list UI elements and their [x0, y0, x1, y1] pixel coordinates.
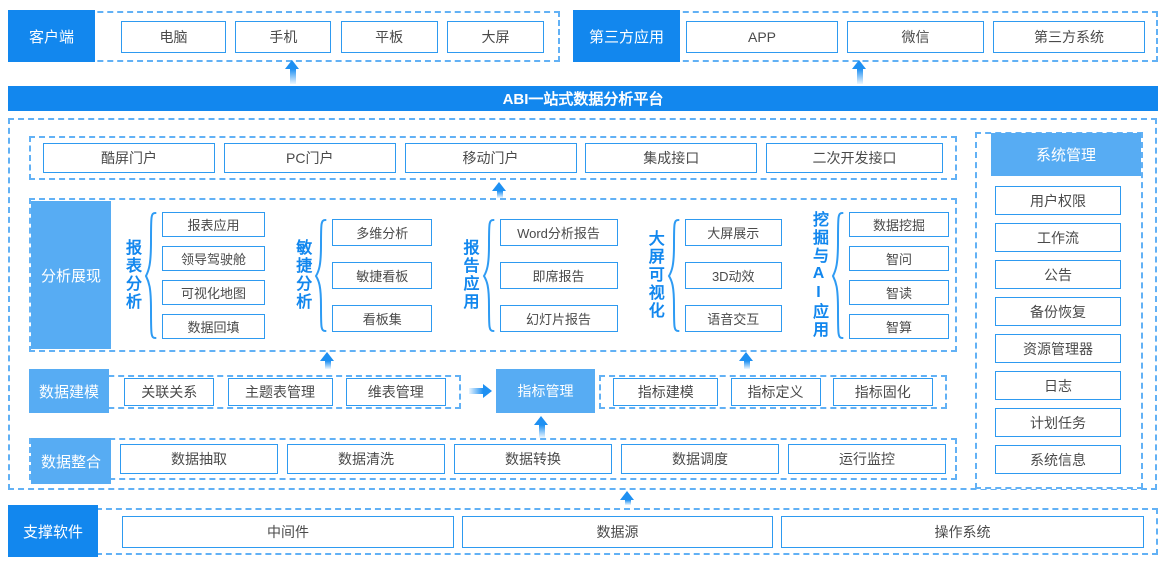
analysis-group-report: 报表分析 报表应用 领导驾驶舱 可视化地图 数据回填	[123, 211, 265, 339]
client-label: 客户端	[8, 10, 95, 62]
analysis-group-bigscreen: 大屏可视化 大屏展示 3D动效 语音交互	[645, 218, 782, 332]
client-item: 大屏	[446, 20, 544, 53]
system-item: 资源管理器	[995, 334, 1121, 363]
support-item: 数据源	[462, 515, 774, 548]
third-party-item: 第三方系统	[993, 20, 1145, 53]
indicator-management-highlight: 指标管理	[496, 369, 595, 413]
analysis-item: 敏捷看板	[332, 261, 433, 289]
support-item: 中间件	[122, 515, 455, 548]
modeling-item: 关联关系	[124, 378, 215, 406]
portal-item: 二次开发接口	[766, 143, 943, 173]
client-section: 电脑 手机 平板 大屏 客户端	[8, 10, 560, 62]
support-label: 支撑软件	[8, 505, 98, 557]
up-arrow-icon	[285, 60, 300, 84]
group-name: 大屏可视化	[645, 230, 663, 320]
system-item: 用户权限	[995, 186, 1121, 215]
right-arrow-icon	[469, 383, 492, 398]
indicator-item: 指标固化	[832, 378, 933, 406]
group-name: 敏捷分析	[293, 239, 311, 311]
analysis-item: 幻灯片报告	[499, 304, 618, 332]
support-item: 操作系统	[781, 515, 1145, 548]
system-item: 公告	[995, 260, 1121, 289]
indicator-item: 指标定义	[730, 378, 821, 406]
up-arrow-icon	[534, 416, 549, 438]
analysis-item: 大屏展示	[684, 218, 782, 246]
analysis-label: 分析展现	[31, 201, 111, 349]
support-row: 中间件 数据源 操作系统 支撑软件	[8, 505, 1158, 557]
integration-label: 数据整合	[31, 438, 111, 484]
up-arrow-icon	[320, 352, 335, 369]
brace-icon	[667, 218, 680, 332]
client-item: 电脑	[121, 20, 226, 53]
analysis-section: 分析展现 报表分析 报表应用 领导驾驶舱 可视化地图 数据回填 敏捷分析	[29, 198, 957, 352]
third-party-section: APP 微信 第三方系统 第三方应用	[573, 10, 1158, 62]
brace-icon	[482, 218, 494, 332]
platform-title-banner: ABI一站式数据分析平台	[8, 86, 1158, 111]
analysis-item: 即席报告	[499, 261, 618, 289]
system-item: 计划任务	[995, 408, 1121, 437]
client-item: 手机	[235, 20, 332, 53]
third-party-item: 微信	[847, 20, 984, 53]
analysis-item: 智算	[849, 313, 949, 339]
up-arrow-icon	[492, 182, 507, 198]
system-item: 系统信息	[995, 445, 1121, 474]
third-party-item: APP	[686, 20, 838, 53]
analysis-group-agile: 敏捷分析 多维分析 敏捷看板 看板集	[293, 218, 433, 332]
up-arrow-icon	[739, 352, 754, 369]
integration-row: 数据抽取 数据清洗 数据转换 数据调度 运行监控 数据整合	[29, 438, 957, 484]
integration-item: 数据调度	[621, 444, 779, 474]
portal-item: PC门户	[223, 143, 396, 173]
group-name: 报告应用	[460, 239, 478, 311]
analysis-item: 3D动效	[684, 261, 782, 289]
modeling-item: 主题表管理	[227, 378, 333, 406]
client-item: 平板	[340, 20, 438, 53]
up-arrow-icon	[620, 491, 635, 505]
analysis-item: 数据回填	[162, 313, 265, 339]
indicator-item: 指标建模	[613, 378, 719, 406]
platform-body-container: 酷屏门户 PC门户 移动门户 集成接口 二次开发接口 分析展现 报表分析 报表应…	[8, 118, 1157, 490]
analysis-item: 看板集	[332, 304, 433, 332]
group-name: 报表分析	[123, 239, 140, 311]
analysis-item: 数据挖掘	[849, 211, 949, 237]
portal-item: 集成接口	[585, 143, 758, 173]
system-item: 日志	[995, 371, 1121, 400]
modeling-container: 关联关系 主题表管理 维表管理	[29, 375, 461, 409]
system-sidebar: 系统管理 用户权限 工作流 公告 备份恢复 资源管理器 日志 计划任务 系统信息	[975, 132, 1143, 489]
analysis-item: Word分析报告	[499, 218, 618, 246]
integration-item: 数据抽取	[120, 444, 278, 474]
analysis-item: 智问	[849, 245, 949, 271]
integration-item: 数据清洗	[287, 444, 445, 474]
modeling-item: 维表管理	[345, 378, 446, 406]
analysis-item: 可视化地图	[162, 279, 265, 305]
system-item: 备份恢复	[995, 297, 1121, 326]
analysis-item: 多维分析	[332, 218, 433, 246]
portal-row: 酷屏门户 PC门户 移动门户 集成接口 二次开发接口	[29, 136, 957, 180]
support-container: 中间件 数据源 操作系统	[96, 508, 1158, 555]
analysis-item: 领导驾驶舱	[162, 245, 265, 271]
analysis-item: 语音交互	[684, 304, 782, 332]
brace-icon	[831, 211, 844, 339]
analysis-group-reporting: 报告应用 Word分析报告 即席报告 幻灯片报告	[460, 218, 618, 332]
brace-icon	[315, 218, 327, 332]
third-party-label: 第三方应用	[573, 10, 680, 62]
portal-item: 酷屏门户	[43, 143, 215, 173]
system-label: 系统管理	[991, 133, 1141, 176]
analysis-item: 智读	[849, 279, 949, 305]
brace-icon	[144, 211, 157, 339]
modeling-label: 数据建模	[29, 369, 109, 413]
group-name: 挖掘与AI应用	[810, 211, 827, 339]
integration-item: 数据转换	[454, 444, 612, 474]
indicator-container: 指标建模 指标定义 指标固化	[599, 375, 947, 409]
modeling-row: 关联关系 主题表管理 维表管理 数据建模 指标管理 指标建模 指标定义 指标固化	[29, 369, 957, 413]
client-devices-container: 电脑 手机 平板 大屏	[8, 11, 560, 62]
analysis-item: 报表应用	[162, 211, 265, 237]
integration-item: 运行监控	[788, 444, 946, 474]
up-arrow-icon	[852, 60, 867, 84]
portal-item: 移动门户	[404, 143, 577, 173]
analysis-group-ai: 挖掘与AI应用 数据挖掘 智问 智读 智算	[810, 211, 949, 339]
system-item: 工作流	[995, 223, 1121, 252]
